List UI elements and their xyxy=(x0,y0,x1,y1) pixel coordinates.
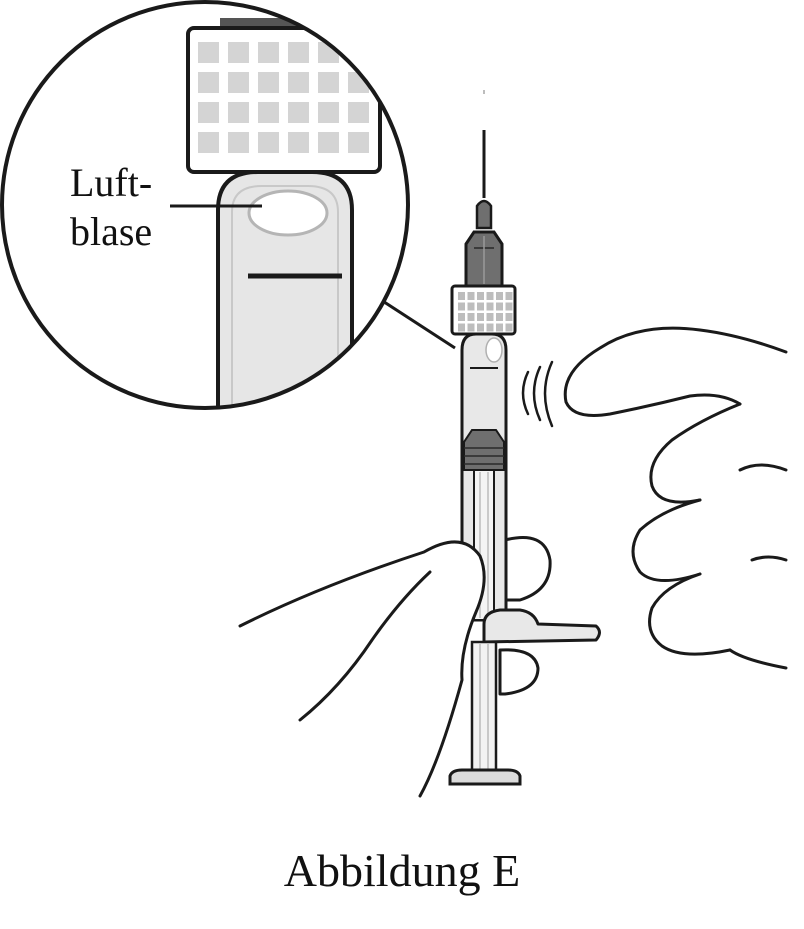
grid-cell xyxy=(467,302,475,311)
grid-cell xyxy=(458,292,465,300)
grid-cell xyxy=(458,313,465,321)
grid-cell xyxy=(288,132,309,153)
tap-motion-marks xyxy=(521,360,554,428)
grid-cell xyxy=(477,323,484,332)
grid-cell xyxy=(496,302,503,311)
grid-cell xyxy=(496,323,503,332)
holding-hand xyxy=(498,536,552,696)
grid-cell xyxy=(477,313,484,321)
grid-cell xyxy=(348,42,369,63)
grid-cell xyxy=(505,292,513,300)
grid-cell xyxy=(496,313,503,321)
magnified-inset xyxy=(0,0,410,410)
grid-cell xyxy=(228,102,249,123)
grid-cell xyxy=(348,132,369,153)
grid-cell xyxy=(288,72,309,93)
grid-cell xyxy=(477,292,484,300)
grid-cell xyxy=(477,302,484,311)
magnified-grid-cells xyxy=(198,42,369,153)
grid-cell xyxy=(228,42,249,63)
holding-hand-thumb xyxy=(238,540,486,798)
syringe-air-bubble xyxy=(485,337,503,363)
grid-cell xyxy=(198,102,219,123)
grid-cell xyxy=(486,292,494,300)
grid-cell xyxy=(467,292,475,300)
grid-cell xyxy=(486,323,494,332)
grid-cap-cells xyxy=(458,292,513,332)
grid-cell xyxy=(198,72,219,93)
grid-cell xyxy=(486,313,494,321)
grid-cell xyxy=(505,313,513,321)
grid-cell xyxy=(318,132,339,153)
grid-cell xyxy=(258,42,279,63)
grid-cell xyxy=(496,292,503,300)
grid-cell xyxy=(198,132,219,153)
grid-cell xyxy=(458,323,465,332)
grid-cell xyxy=(486,302,494,311)
tapping-hand xyxy=(563,326,788,670)
grid-cell xyxy=(505,323,513,332)
magnifier-connector-line xyxy=(377,296,456,350)
grid-cell xyxy=(258,72,279,93)
grid-cell xyxy=(458,302,465,311)
annotation-label-line2: blase xyxy=(70,209,153,254)
grid-cell xyxy=(467,323,475,332)
air-bubble xyxy=(247,189,329,237)
grid-cell xyxy=(258,132,279,153)
grid-cell xyxy=(318,72,339,93)
grid-cell xyxy=(258,102,279,123)
grid-cell xyxy=(505,302,513,311)
plunger-rod xyxy=(470,640,498,774)
grid-cell xyxy=(288,42,309,63)
grid-cell xyxy=(228,132,249,153)
grid-cell xyxy=(198,42,219,63)
grid-cell xyxy=(348,102,369,123)
grid-cell xyxy=(288,102,309,123)
needle-hub xyxy=(475,199,493,230)
grid-cell xyxy=(228,72,249,93)
annotation-label-line1: Luft- xyxy=(70,160,153,205)
grid-cell xyxy=(467,313,475,321)
plunger-stopper xyxy=(463,429,505,471)
finger-flange xyxy=(482,608,601,644)
plunger-thumb-pad xyxy=(448,768,522,786)
figure-caption: Abbildung E xyxy=(283,845,521,896)
grid-cell xyxy=(318,102,339,123)
